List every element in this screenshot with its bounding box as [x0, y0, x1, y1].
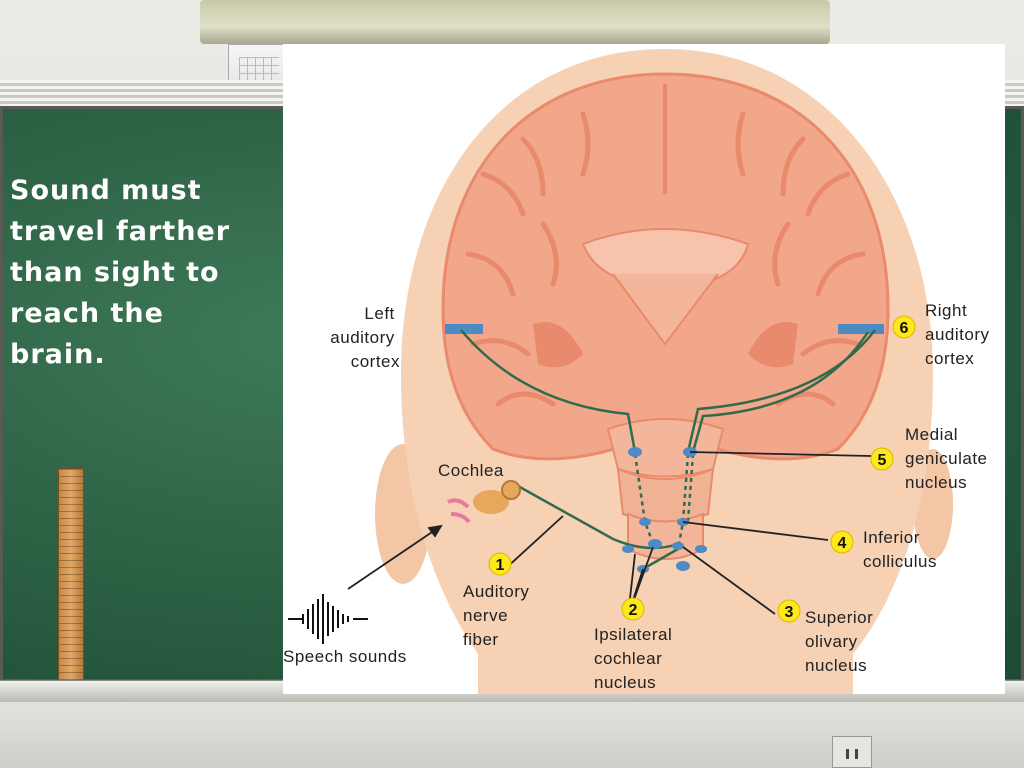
diagram-svg: 1 2 3 4 5 6 Left auditory cortex Right a…	[283, 49, 995, 694]
yardstick	[58, 468, 84, 698]
speech-waveform	[288, 594, 368, 644]
label-superior-olivary-nucleus: Superior olivary nucleus	[805, 608, 879, 675]
crossing-path	[642, 547, 679, 571]
thalamus	[606, 418, 725, 478]
label-medial-geniculate-nucleus: Medial geniculate nucleus	[905, 425, 993, 492]
svg-text:1: 1	[496, 557, 505, 574]
right-cortical-path-1	[686, 329, 876, 453]
cochlea-illustration	[447, 480, 521, 524]
wall-outlet	[832, 736, 872, 768]
brainstem	[627, 512, 704, 560]
label-speech-sounds: Speech sounds	[283, 647, 407, 666]
badge-1: 1	[488, 552, 512, 576]
step-badges: 1 2 3 4 5 6	[488, 315, 916, 623]
leader-lines	[347, 451, 872, 617]
left-medial-geniculate	[628, 447, 642, 457]
diagram-labels: Left auditory cortex Right auditory cort…	[283, 301, 995, 692]
svg-text:5: 5	[878, 452, 887, 469]
label-inferior-colliculus: Inferior colliculus	[863, 528, 937, 571]
svg-text:4: 4	[838, 535, 847, 552]
label-right-auditory-cortex: Right auditory cortex	[925, 301, 995, 368]
auditory-pathway-diagram: 1 2 3 4 5 6 Left auditory cortex Right a…	[283, 44, 1005, 694]
svg-text:2: 2	[629, 602, 638, 619]
label-left-auditory-cortex: Left auditory cortex	[330, 304, 400, 371]
badge-6: 6	[892, 315, 916, 339]
label-cochlea: Cochlea	[438, 461, 504, 480]
left-auditory-cortex-region	[445, 324, 483, 334]
right-auditory-cortex-region	[838, 324, 884, 334]
badge-4: 4	[830, 530, 854, 554]
left-cortical-path	[460, 329, 637, 453]
badge-5: 5	[870, 447, 894, 471]
svg-text:6: 6	[900, 320, 909, 337]
badge-3: 3	[777, 599, 801, 623]
sound-arrow-line	[347, 525, 442, 590]
svg-text:3: 3	[785, 604, 794, 621]
slide-text: Sound must travel farther than sight to …	[10, 175, 231, 370]
nuclei-markers	[622, 447, 707, 573]
right-cortical-path-2	[691, 331, 870, 453]
label-auditory-nerve-fiber: Auditory nerve fiber	[463, 582, 535, 649]
projector-screen-roller	[200, 0, 830, 44]
label-ipsilateral-cochlear-nucleus: Ipsilateral cochlear nucleus	[594, 625, 678, 692]
badge-2: 2	[621, 597, 645, 621]
